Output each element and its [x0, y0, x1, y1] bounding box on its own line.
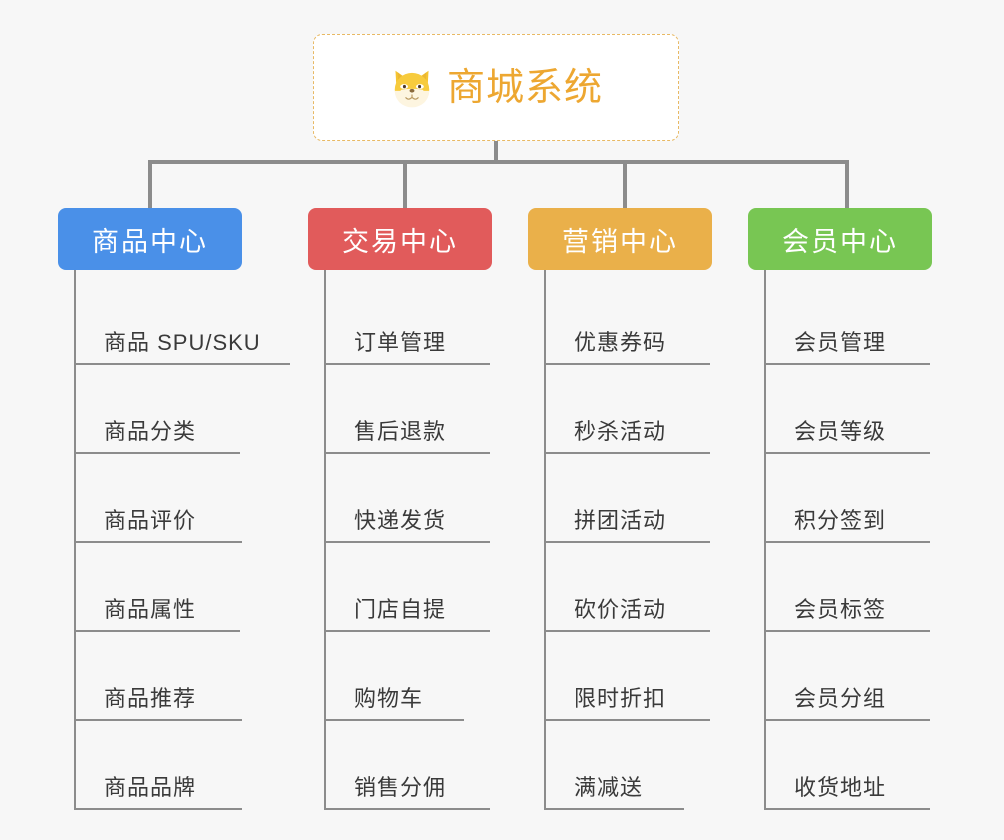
branch-item-label: 会员分组: [794, 686, 887, 711]
branch-item[interactable]: 门店自提: [324, 543, 490, 632]
branch-header[interactable]: 会员中心: [748, 208, 932, 270]
branch-3: 营销中心优惠券码秒杀活动拼团活动砍价活动限时折扣满减送: [528, 208, 712, 810]
branch-item[interactable]: 积分签到: [764, 454, 930, 543]
branch-item-label: 商品品牌: [104, 775, 197, 800]
branch-header-label: 商品中心: [92, 226, 208, 257]
branch-item-label: 优惠券码: [574, 330, 667, 355]
branch-header-label: 营销中心: [562, 226, 678, 257]
branch-item-label: 购物车: [354, 686, 424, 711]
branch-item[interactable]: 商品评价: [74, 454, 242, 543]
branch-item[interactable]: 砍价活动: [544, 543, 710, 632]
branch-item-label: 限时折扣: [574, 686, 667, 711]
branch-header[interactable]: 交易中心: [308, 208, 492, 270]
branch-item-list: 商品 SPU/SKU 商品分类商品评价商品属性商品推荐商品品牌: [58, 270, 290, 810]
root-node[interactable]: 商城系统: [313, 34, 679, 141]
branch-item[interactable]: 商品 SPU/SKU: [74, 276, 290, 365]
branch-spine: [74, 270, 76, 810]
shiba-dog-face-icon: [394, 70, 430, 107]
branch-item[interactable]: 快递发货: [324, 454, 490, 543]
branch-item-label: 商品属性: [104, 597, 197, 622]
branch-item-list: 优惠券码秒杀活动拼团活动砍价活动限时折扣满减送: [528, 270, 712, 810]
branch-item[interactable]: 拼团活动: [544, 454, 710, 543]
branch-spine: [764, 270, 766, 810]
branch-spine: [324, 270, 326, 810]
branch-header-label: 会员中心: [782, 226, 898, 257]
branch-2: 交易中心订单管理售后退款快递发货门店自提购物车销售分佣: [308, 208, 492, 810]
branch-item[interactable]: 秒杀活动: [544, 365, 710, 454]
branch-item[interactable]: 限时折扣: [544, 632, 710, 721]
branch-item-label: 门店自提: [354, 597, 447, 622]
branch-item[interactable]: 满减送: [544, 721, 684, 810]
branch-item-label: 会员标签: [794, 597, 887, 622]
branch-item-label: 积分签到: [794, 508, 887, 533]
branch-item[interactable]: 商品推荐: [74, 632, 242, 721]
branch-item[interactable]: 会员等级: [764, 365, 930, 454]
branch-item-label: 砍价活动: [574, 597, 667, 622]
root-stem-connector: [494, 141, 498, 163]
branch-item-label: 销售分佣: [354, 775, 447, 800]
drop-connector-3: [623, 160, 627, 208]
branch-item[interactable]: 售后退款: [324, 365, 490, 454]
branch-item[interactable]: 订单管理: [324, 276, 490, 365]
branch-item-label: 订单管理: [354, 330, 447, 355]
branch-item[interactable]: 收货地址: [764, 721, 930, 810]
branch-item[interactable]: 销售分佣: [324, 721, 490, 810]
branch-item-list: 订单管理售后退款快递发货门店自提购物车销售分佣: [308, 270, 492, 810]
branch-item[interactable]: 商品分类: [74, 365, 240, 454]
branch-item[interactable]: 商品属性: [74, 543, 240, 632]
branch-item-list: 会员管理会员等级积分签到会员标签会员分组收货地址: [748, 270, 932, 810]
branch-item[interactable]: 会员管理: [764, 276, 930, 365]
branch-item-label: 商品评价: [104, 508, 197, 533]
branch-item[interactable]: 购物车: [324, 632, 464, 721]
branch-header[interactable]: 商品中心: [58, 208, 242, 270]
branch-item[interactable]: 会员标签: [764, 543, 930, 632]
branch-item-label: 会员等级: [794, 419, 887, 444]
branch-item-label: 商品推荐: [104, 686, 197, 711]
drop-connector-1: [148, 160, 152, 208]
drop-connector-2: [403, 160, 407, 208]
branch-item[interactable]: 优惠券码: [544, 276, 710, 365]
branch-header-label: 交易中心: [342, 226, 458, 257]
branch-item[interactable]: 会员分组: [764, 632, 930, 721]
branch-item-label: 会员管理: [794, 330, 887, 355]
branch-item-label: 商品分类: [104, 419, 197, 444]
branch-header[interactable]: 营销中心: [528, 208, 712, 270]
branch-item-label: 满减送: [574, 775, 644, 800]
branch-item-label: 秒杀活动: [574, 419, 667, 444]
drop-connector-4: [845, 160, 849, 208]
root-label: 商城系统: [446, 66, 603, 109]
branch-item-label: 售后退款: [354, 419, 447, 444]
branch-item-label: 收货地址: [794, 775, 887, 800]
branch-spine: [544, 270, 546, 810]
branch-item-label: 商品 SPU/SKU: [104, 330, 261, 355]
branch-item-label: 快递发货: [354, 508, 447, 533]
branch-item-label: 拼团活动: [574, 508, 667, 533]
horizontal-bus-connector: [148, 160, 849, 164]
branch-4: 会员中心会员管理会员等级积分签到会员标签会员分组收货地址: [748, 208, 932, 810]
branch-1: 商品中心商品 SPU/SKU 商品分类商品评价商品属性商品推荐商品品牌: [58, 208, 290, 810]
branch-item[interactable]: 商品品牌: [74, 721, 242, 810]
